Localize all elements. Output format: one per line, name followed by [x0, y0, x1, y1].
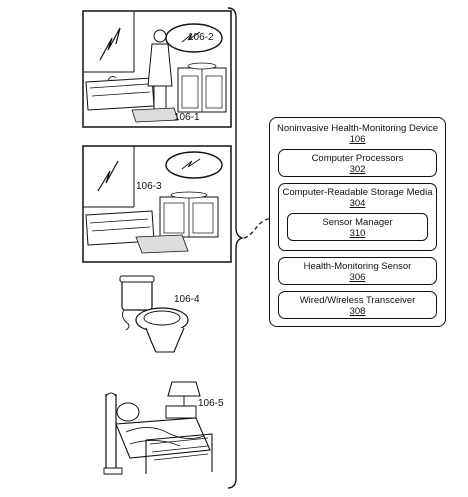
- sensor-manager-label: Sensor Manager: [322, 217, 393, 228]
- computer-processors-number: 302: [349, 164, 366, 175]
- transceiver-number: 308: [349, 306, 366, 317]
- dashed-connector: [243, 218, 271, 239]
- label-106-4: 106-4: [174, 294, 200, 305]
- label-106-3: 106-3: [136, 181, 162, 192]
- scene-bathroom-person: 106-2 106-1: [82, 10, 232, 128]
- health-monitoring-device-box: Noninvasive Health-Monitoring Device 106…: [269, 117, 446, 327]
- device-number: 106: [349, 134, 366, 145]
- sensor-manager-number: 310: [349, 228, 366, 239]
- computer-processors-label: Computer Processors: [311, 153, 404, 164]
- scene-bathroom-sink: 106-3: [82, 145, 232, 263]
- storage-media-label: Computer-Readable Storage Media: [282, 187, 433, 198]
- health-sensor-label: Health-Monitoring Sensor: [303, 261, 412, 272]
- device-title: Noninvasive Health-Monitoring Device 106: [270, 123, 445, 145]
- health-sensor-number: 306: [349, 272, 366, 283]
- computer-processors-box: Computer Processors 302: [278, 149, 437, 177]
- label-106-2: 106-2: [188, 32, 214, 43]
- transceiver-label: Wired/Wireless Transceiver: [299, 295, 416, 306]
- storage-media-number: 304: [349, 198, 366, 209]
- device-title-text: Noninvasive Health-Monitoring Device: [276, 123, 439, 134]
- scene-toilet: 106-4: [112, 270, 222, 360]
- label-106-1: 106-1: [174, 112, 200, 123]
- label-106-5: 106-5: [198, 398, 224, 409]
- scene-bed: 106-5: [100, 372, 230, 482]
- transceiver-box: Wired/Wireless Transceiver 308: [278, 291, 437, 319]
- storage-media-box: Computer-Readable Storage Media 304 Sens…: [278, 183, 437, 251]
- sensor-manager-box: Sensor Manager 310: [287, 213, 428, 241]
- health-sensor-box: Health-Monitoring Sensor 306: [278, 257, 437, 285]
